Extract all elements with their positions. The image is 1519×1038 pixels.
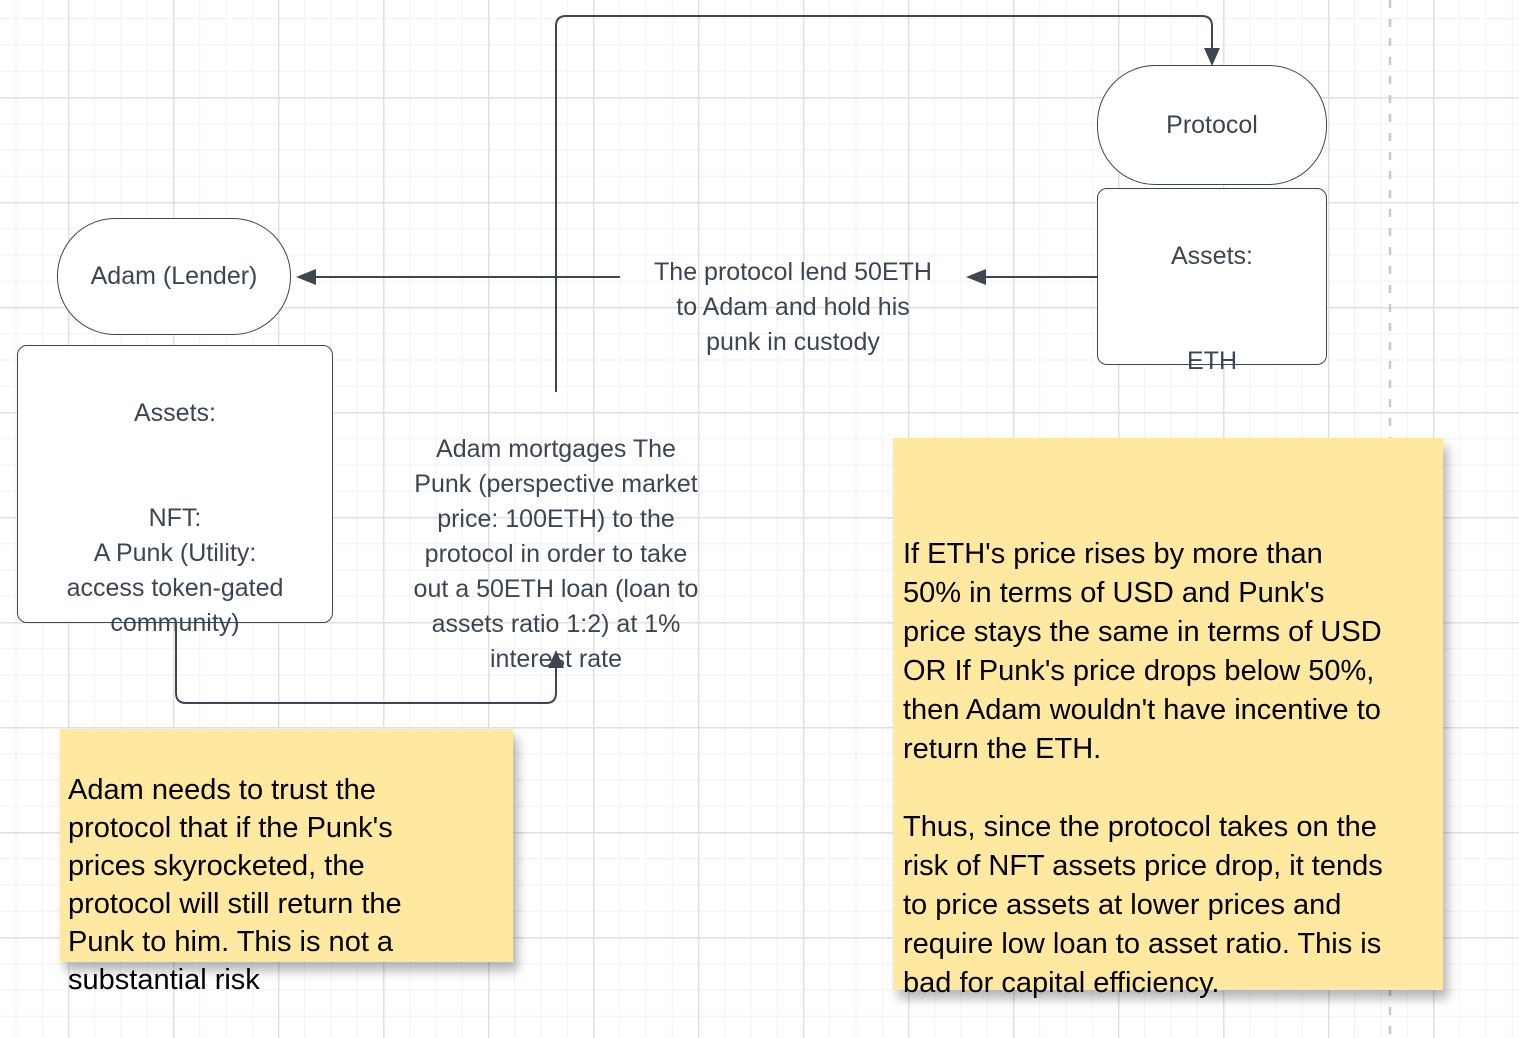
sticky-note-trust-risk-text: Adam needs to trust the protocol that if… <box>68 774 402 996</box>
arrowhead-up-icon <box>548 650 564 668</box>
node-adam-label: Adam (Lender) <box>90 262 258 290</box>
edge-label-lend-text: The protocol lend 50ETH to Adam and hold… <box>654 258 932 356</box>
node-protocol-label: Protocol <box>1166 110 1258 139</box>
edge-assets-to-mortgage-label[interactable] <box>175 623 564 704</box>
sticky-note-incentive-risk[interactable]: If ETH's price rises by more than 50% in… <box>893 438 1443 999</box>
node-adam-lender[interactable]: Adam (Lender) <box>57 218 291 335</box>
arrowhead-left-icon <box>966 269 986 285</box>
edge-label-mortgage-text: Adam mortgages The Punk (perspective mar… <box>413 435 699 673</box>
arrowhead-left-icon <box>296 269 316 285</box>
node-protocol[interactable]: Protocol <box>1097 65 1327 185</box>
sticky-note-incentive-risk-text: If ETH's price rises by more than 50% in… <box>903 538 1383 999</box>
edge-eth-to-lend-label[interactable] <box>966 269 1097 285</box>
edge-mortgage-to-protocol[interactable] <box>555 15 1220 392</box>
node-protocol-assets[interactable]: Assets: ETH <box>1097 188 1327 375</box>
node-protocol-assets-text: Assets: ETH <box>1171 242 1253 375</box>
edge-label-mortgage[interactable]: Adam mortgages The Punk (perspective mar… <box>386 397 726 677</box>
arrowhead-down-icon <box>1204 48 1220 66</box>
node-adam-assets[interactable]: Assets: NFT: A Punk (Utility: access tok… <box>17 345 333 637</box>
edge-label-lend[interactable]: The protocol lend 50ETH to Adam and hold… <box>613 220 973 360</box>
edge-lend-label-to-adam[interactable] <box>296 269 620 285</box>
node-adam-assets-text: Assets: NFT: A Punk (Utility: access tok… <box>66 399 284 637</box>
sticky-note-trust-risk[interactable]: Adam needs to trust the protocol that if… <box>60 729 513 996</box>
